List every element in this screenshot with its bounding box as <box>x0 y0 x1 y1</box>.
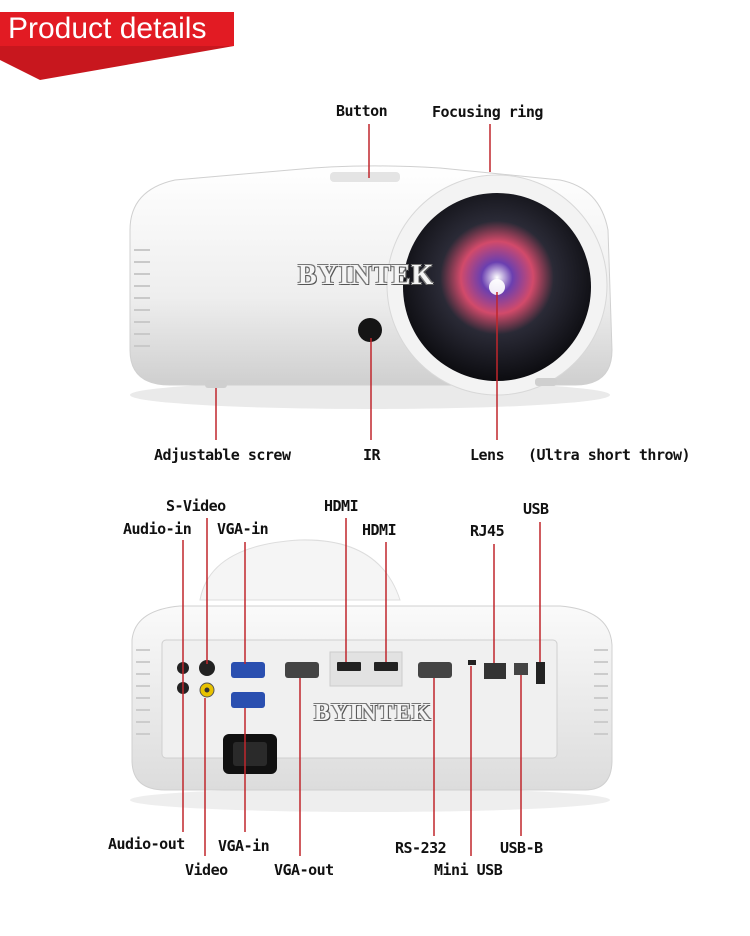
label-rj45: RJ45 <box>470 522 505 540</box>
label-usb: USB <box>523 500 549 518</box>
label-vga-in-bottom: VGA-in <box>218 837 270 855</box>
label-ir: IR <box>363 446 381 464</box>
label-vga-in-top: VGA-in <box>217 520 269 538</box>
label-hdmi-2: HDMI <box>362 521 397 539</box>
label-mini-usb: Mini USB <box>434 861 503 879</box>
label-lens-note: (Ultra short throw) <box>528 446 691 464</box>
front-brand-logo: BYINTEK <box>298 260 435 291</box>
label-video: Video <box>185 861 228 879</box>
page-title: Product details <box>8 12 207 45</box>
label-audio-in: Audio-in <box>123 520 192 538</box>
label-lens: Lens <box>470 446 505 464</box>
label-rs232: RS-232 <box>395 839 447 857</box>
banner-background <box>0 12 234 46</box>
label-s-video: S-Video <box>166 497 226 515</box>
label-usb-b: USB-B <box>500 839 543 857</box>
label-hdmi-1: HDMI <box>324 497 359 515</box>
label-adjustable-screw: Adjustable screw <box>154 446 291 464</box>
rear-brand-logo: BYINTEK <box>314 700 432 726</box>
label-focusing-ring: Focusing ring <box>432 103 543 121</box>
label-vga-out: VGA-out <box>274 861 334 879</box>
label-audio-out: Audio-out <box>108 835 185 853</box>
label-button: Button <box>336 102 388 120</box>
